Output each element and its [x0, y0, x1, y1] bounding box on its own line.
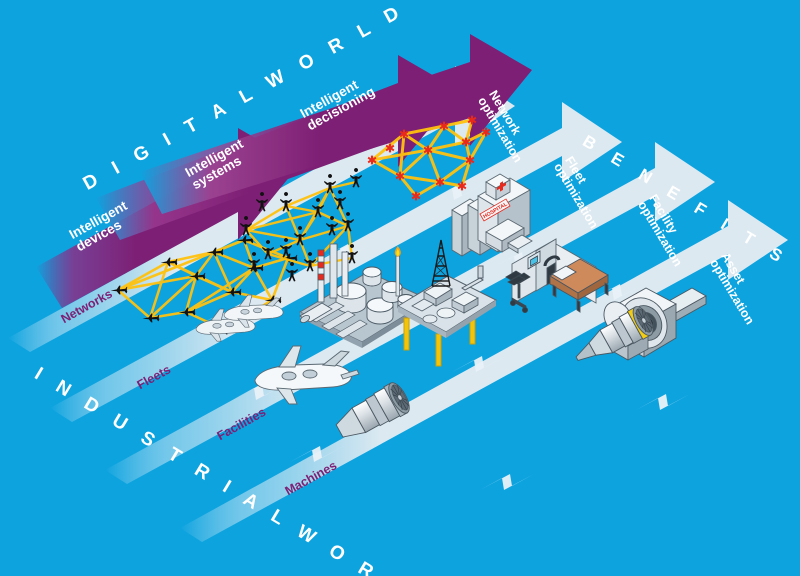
- airliners-illustration: [195, 294, 360, 405]
- node-network: [367, 115, 491, 201]
- arrow-intelligent-decisioning: [140, 34, 532, 214]
- node-network-markers: [367, 115, 491, 201]
- digital-world-arrows: [36, 34, 532, 308]
- hospital-room-illustration: [505, 238, 609, 313]
- jet-engines-illustration: [335, 306, 654, 438]
- hospital-building-illustration: HOSPITAL: [451, 173, 533, 257]
- people-network: [240, 168, 362, 282]
- people-node-icons: [240, 168, 362, 282]
- oil-rig-illustration: [396, 239, 498, 367]
